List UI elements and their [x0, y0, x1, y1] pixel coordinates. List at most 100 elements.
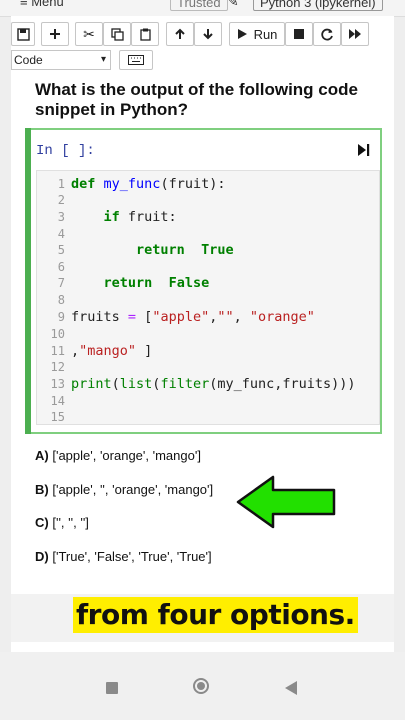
option-letter: C) [35, 515, 49, 530]
string-literal: "" [217, 309, 234, 325]
green-arrow-icon [236, 475, 336, 529]
code-line-11: ,"mango" ] [71, 343, 152, 359]
option-letter: D) [35, 549, 49, 564]
cell-type-value: Code [14, 53, 43, 67]
code-token: (my_func,fruits))) [209, 376, 356, 392]
line-number: 10 [50, 327, 65, 341]
cell-prompt: In [ ]: [36, 143, 95, 159]
code-token: , [71, 343, 80, 359]
code-token: ] [136, 343, 153, 359]
code-token: ( [111, 376, 120, 392]
line-number: 4 [57, 227, 65, 241]
recent-apps-icon[interactable] [106, 682, 118, 694]
operator: = [127, 309, 137, 325]
string-literal: "apple" [152, 309, 210, 325]
code-line-13: print(list(filter(my_func,fruits))) [71, 376, 356, 392]
option-a[interactable]: A) ['apple', 'orange', 'mango'] [35, 448, 201, 463]
line-number: 13 [50, 377, 65, 391]
code-line-3: if fruit: [71, 209, 177, 225]
paste-icon [139, 28, 151, 41]
option-text: ['True', 'False', 'True', 'True'] [52, 549, 212, 564]
builtin-list: list [119, 376, 153, 392]
code-token: , [233, 309, 250, 325]
insert-cell-button[interactable] [41, 22, 69, 46]
interrupt-button[interactable] [285, 22, 313, 46]
run-cell-icon[interactable] [356, 143, 370, 157]
copy-icon [110, 27, 124, 41]
code-token: ( [152, 376, 161, 392]
builtin-filter: filter [160, 376, 210, 392]
option-letter: A) [35, 448, 49, 463]
keyword-return: return [136, 242, 185, 258]
menu-label: Menu [31, 0, 64, 9]
pencil-icon[interactable]: ✎ [227, 0, 239, 9]
option-text: ['', '', ''] [52, 515, 89, 530]
keyboard-icon [128, 55, 144, 65]
string-literal: "mango" [79, 343, 137, 359]
code-token: [ [136, 309, 153, 325]
kernel-indicator[interactable]: Python 3 (ipykernel) [253, 0, 383, 11]
play-icon [237, 29, 247, 39]
paste-button[interactable] [131, 22, 159, 46]
plus-icon [50, 29, 60, 39]
cut-button[interactable]: ✂ [75, 22, 103, 46]
line-number: 2 [57, 193, 65, 207]
restart-run-all-button[interactable] [341, 22, 369, 46]
option-text: ['apple', '', 'orange', 'mango'] [52, 482, 214, 497]
fast-forward-icon [349, 29, 361, 39]
restart-button[interactable] [313, 22, 341, 46]
back-icon[interactable] [285, 681, 297, 695]
keyword-if: if [103, 209, 120, 225]
keyword-return: return [103, 275, 153, 291]
line-number: 9 [57, 310, 65, 324]
line-number: 6 [57, 260, 65, 274]
run-button[interactable]: Run [229, 22, 285, 46]
home-icon[interactable] [193, 678, 209, 694]
code-line-7: return False [71, 275, 210, 291]
copy-button[interactable] [103, 22, 131, 46]
restart-icon [320, 28, 333, 40]
caption-text: from four options. [73, 597, 358, 633]
menu-strip: ≡ Menu Trusted ✎ Python 3 (ipykernel) [0, 0, 405, 17]
cell-type-select[interactable]: Code ▾ [11, 50, 111, 70]
option-text: ['apple', 'orange', 'mango'] [52, 448, 201, 463]
question-text: What is the output of the following code… [35, 80, 358, 119]
line-number: 7 [57, 276, 65, 290]
stop-icon [294, 29, 304, 39]
arrow-down-icon [203, 29, 213, 40]
string-literal: "orange" [249, 309, 315, 325]
code-line-9: fruits = ["apple","", "orange" [71, 309, 315, 325]
line-number: 5 [57, 243, 65, 257]
android-nav-bar [0, 652, 405, 720]
save-button[interactable] [11, 22, 35, 46]
line-number: 12 [50, 360, 65, 374]
option-c[interactable]: C) ['', '', ''] [35, 515, 89, 530]
move-down-button[interactable] [194, 22, 222, 46]
line-number: 1 [57, 177, 65, 191]
code-token: , [209, 309, 218, 325]
code-token: (fruit): [160, 176, 226, 192]
code-token: fruit: [119, 209, 177, 225]
arrow-up-icon [175, 28, 185, 39]
line-number: 15 [50, 410, 65, 424]
keyword-false: False [168, 275, 210, 291]
line-number: 11 [50, 344, 65, 358]
command-palette-button[interactable] [119, 50, 153, 70]
option-letter: B) [35, 482, 49, 497]
menu-button[interactable]: ≡ Menu [20, 0, 64, 9]
move-up-button[interactable] [166, 22, 194, 46]
code-token: fruits [71, 309, 128, 325]
notebook-page: ✂ Run Code ▾ What is [11, 16, 394, 594]
line-number: 3 [57, 210, 65, 224]
run-label: Run [253, 26, 278, 42]
save-icon [16, 27, 30, 41]
chevron-down-icon: ▾ [100, 54, 106, 65]
option-b[interactable]: B) ['apple', '', 'orange', 'mango'] [35, 482, 213, 497]
left-edge [0, 0, 11, 720]
function-name: my_func [103, 176, 161, 192]
trusted-indicator[interactable]: Trusted [170, 0, 228, 11]
option-d[interactable]: D) ['True', 'False', 'True', 'True'] [35, 549, 212, 564]
right-edge [394, 0, 405, 720]
